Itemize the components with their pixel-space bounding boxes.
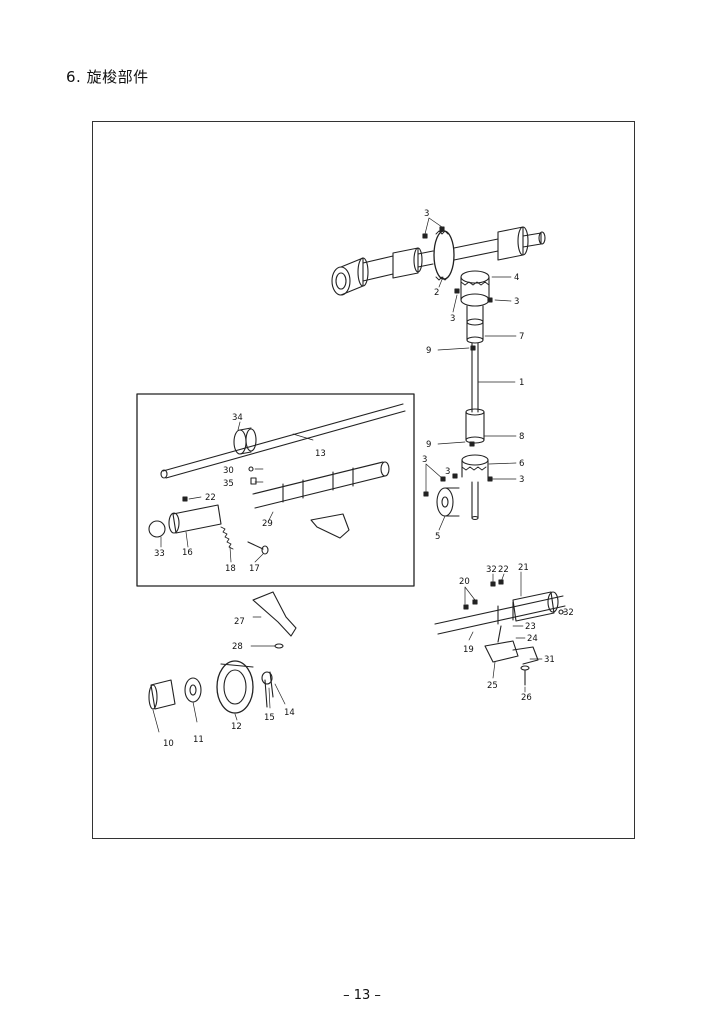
part-label: 4	[514, 273, 519, 283]
part-label: 9	[426, 346, 431, 356]
part-label: 3	[422, 455, 427, 465]
part-label: 3	[519, 475, 524, 485]
section-heading: 6. 旋梭部件	[66, 68, 149, 86]
part-label: 3	[445, 467, 450, 477]
hook-assembly	[148, 591, 297, 714]
part-label: 34	[232, 413, 243, 423]
part-label: 3	[450, 314, 455, 324]
part-label: 26	[521, 693, 532, 703]
part-label: 6	[519, 459, 524, 469]
part-label: 16	[182, 548, 193, 558]
right-lower-assembly	[434, 579, 566, 686]
part-label: 25	[487, 681, 498, 691]
part-label: 17	[249, 564, 260, 574]
leader-lines	[152, 217, 566, 733]
part-label: 30	[223, 466, 234, 476]
part-label: 28	[232, 642, 243, 652]
part-label: 29	[262, 519, 273, 529]
upper-shaft-assembly	[331, 226, 546, 296]
part-number-labels: 34 13 30 35 22 29 33 16 18 17 3 2 4 3 3 …	[154, 209, 574, 749]
part-label: 15	[264, 713, 275, 723]
part-label: 1	[519, 378, 524, 388]
part-label: 5	[435, 532, 440, 542]
part-label: 35	[223, 479, 234, 489]
part-label: 9	[426, 440, 431, 450]
part-label: 24	[527, 634, 538, 644]
part-label: 10	[163, 739, 174, 749]
part-label: 14	[284, 708, 295, 718]
part-label: 22	[498, 565, 509, 575]
part-label: 33	[154, 549, 165, 559]
vertical-shaft-assembly	[423, 270, 493, 521]
part-label: 32	[486, 565, 497, 575]
part-label: 3	[514, 297, 519, 307]
inset-subassembly-box	[136, 393, 415, 587]
page-number: – 13 –	[343, 988, 381, 1003]
part-label: 19	[463, 645, 474, 655]
part-label: 7	[519, 332, 524, 342]
part-label: 13	[315, 449, 326, 459]
part-label: 31	[544, 655, 555, 665]
part-label: 12	[231, 722, 242, 732]
part-label: 11	[193, 735, 204, 745]
part-label: 22	[205, 493, 216, 503]
part-label: 21	[518, 563, 529, 573]
part-label: 23	[525, 622, 536, 632]
part-label: 32	[563, 608, 574, 618]
inset-parts	[148, 403, 406, 555]
exploded-parts-diagram: 34 13 30 35 22 29 33 16 18 17 3 2 4 3 3 …	[92, 121, 635, 839]
part-label: 27	[234, 617, 245, 627]
part-label: 3	[424, 209, 429, 219]
part-label: 20	[459, 577, 470, 587]
part-label: 18	[225, 564, 236, 574]
part-label: 2	[434, 288, 439, 298]
part-label: 8	[519, 432, 524, 442]
parts-drawing: 34 13 30 35 22 29 33 16 18 17 3 2 4 3 3 …	[136, 209, 574, 749]
